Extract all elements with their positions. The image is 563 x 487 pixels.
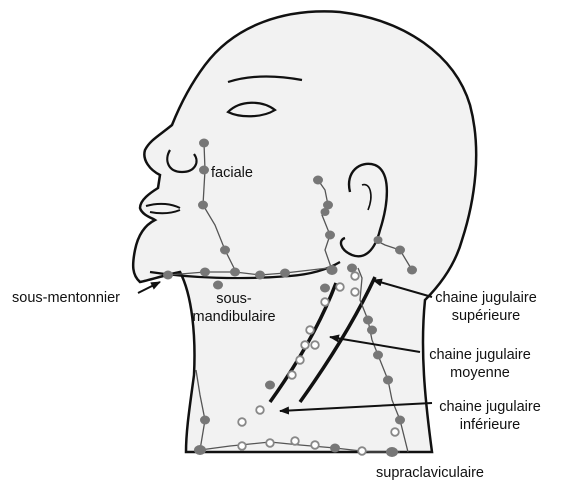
posterior-node [407, 266, 417, 275]
anterior-neck-node [265, 381, 275, 390]
submandibular-node [213, 281, 223, 290]
facial-node [199, 139, 209, 148]
jugular-node [347, 264, 357, 273]
jugular-node-open [238, 418, 246, 426]
label-sous-mandibulaire-line2: mandibulaire [184, 308, 284, 326]
lower-neck-node [200, 416, 210, 425]
parotid-node [325, 231, 335, 240]
parotid-node [327, 265, 338, 275]
submental-node [163, 271, 173, 280]
posterior-node [374, 236, 383, 244]
supraclavicular-node-open [266, 439, 274, 447]
label-jug-inf-line1: chaine jugulaire [430, 398, 550, 416]
jugular-node-open [296, 356, 304, 364]
label-jug-sup-line1: chaine jugulaire [426, 289, 546, 307]
supraclavicular-node-open [238, 442, 246, 450]
label-sous-mandibulaire-line1: sous- [184, 290, 284, 308]
jugular-node-open [301, 341, 309, 349]
supraclavicular-node [194, 445, 206, 455]
jugular-node [363, 316, 373, 325]
jugular-node [383, 376, 393, 385]
jugular-node [395, 416, 405, 425]
facial-node [198, 201, 208, 210]
jugular-node-open [351, 272, 359, 280]
anterior-neck-node [320, 284, 330, 293]
jugular-node-open [351, 288, 359, 296]
jugular-node [373, 351, 383, 360]
jugular-node-open [391, 428, 399, 436]
label-jug-moy-line2: moyenne [420, 364, 540, 382]
facial-node [220, 246, 230, 255]
submandibular-node [280, 269, 290, 278]
supraclavicular-node [330, 444, 340, 453]
submandibular-node [230, 268, 240, 277]
label-chaine-jugulaire-moyenne: chaine jugulaire moyenne [420, 346, 540, 382]
supraclavicular-node-open [311, 441, 319, 449]
posterior-node [395, 246, 405, 255]
jugular-node [367, 326, 377, 335]
label-chaine-jugulaire-superieure: chaine jugulaire supérieure [426, 289, 546, 325]
label-chaine-jugulaire-inferieure: chaine jugulaire inférieure [430, 398, 550, 434]
submandibular-node [200, 268, 210, 277]
label-jug-sup-line2: supérieure [426, 307, 546, 325]
supraclavicular-node-open [358, 447, 366, 455]
label-jug-moy-line1: chaine jugulaire [420, 346, 540, 364]
label-jug-inf-line2: inférieure [430, 416, 550, 434]
jugular-node-open [306, 326, 314, 334]
jugular-node-open [288, 371, 296, 379]
parotid-node [321, 208, 330, 216]
jugular-node-open [321, 298, 329, 306]
head-silhouette [133, 11, 476, 452]
label-sous-mandibulaire: sous- mandibulaire [184, 290, 284, 326]
supraclavicular-node [386, 447, 398, 457]
jugular-node-open [311, 341, 319, 349]
submandibular-node [255, 271, 265, 280]
supraclavicular-node-open [291, 437, 299, 445]
parotid-node [313, 176, 323, 185]
label-supraclaviculaire: supraclaviculaire [376, 464, 484, 482]
jugular-node-open [256, 406, 264, 414]
facial-node [199, 166, 209, 175]
label-faciale: faciale [211, 164, 253, 182]
arrow-sous-mentonnier [138, 282, 160, 293]
label-sous-mentonnier: sous-mentonnier [12, 289, 120, 307]
jugular-node-open [336, 283, 344, 291]
